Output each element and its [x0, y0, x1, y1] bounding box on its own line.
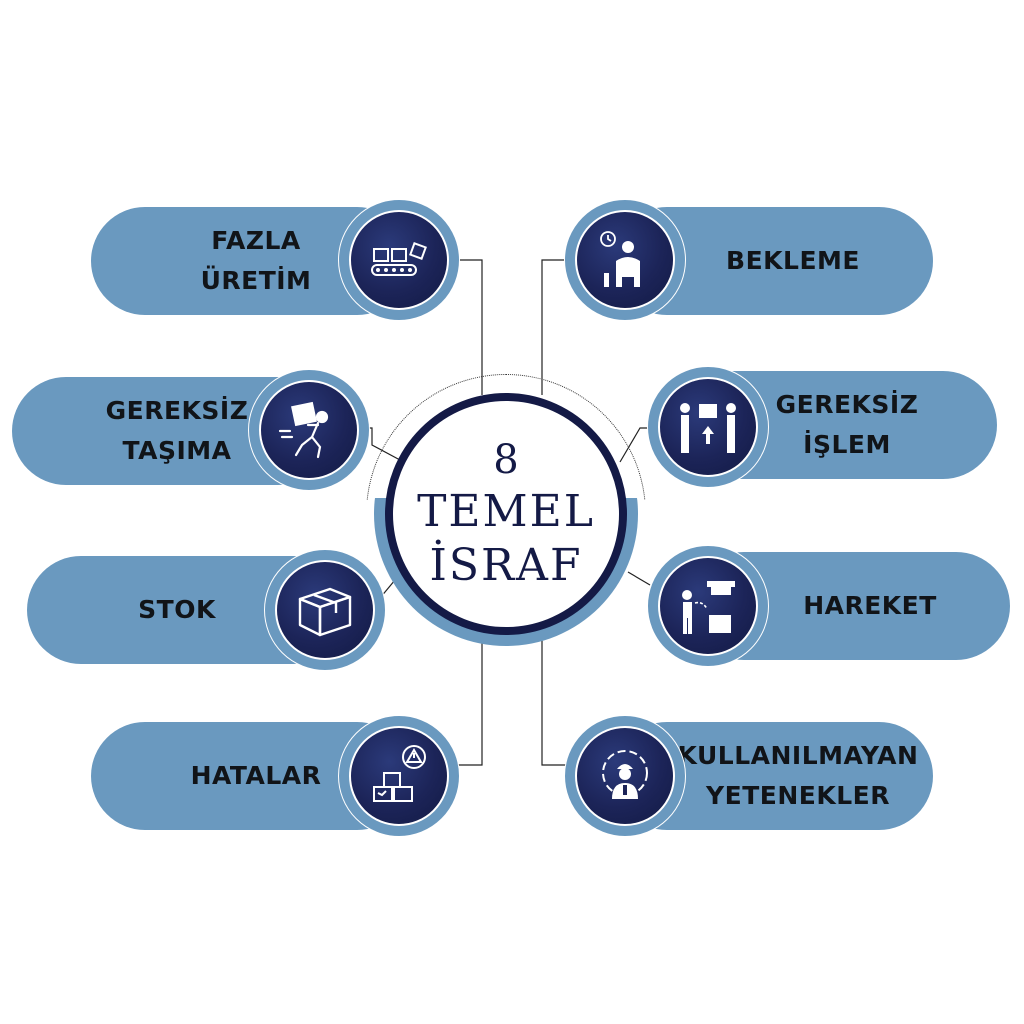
center-title-line1: TEMEL [417, 486, 595, 537]
person-carrying-box-icon [278, 401, 329, 459]
gereksiz-tasima-icon-badge [248, 369, 370, 491]
worker-gear-icon [602, 750, 648, 799]
conveyor-belt-icon [371, 242, 427, 276]
kullanilmayan-yetenekler-line2: YETENEKLER [706, 781, 890, 810]
gereksiz-islem-icon-badge [647, 366, 769, 488]
fazla-uretim-line1: FAZLA [211, 226, 301, 255]
kullanilmayan-yetenekler-icon-badge [564, 715, 686, 837]
gereksiz-islem-line2: İŞLEM [803, 430, 891, 459]
hatalar-icon-badge [338, 715, 460, 837]
center-title-line2: İSRAF [429, 540, 583, 591]
waiting-person-clock-icon [600, 231, 640, 287]
hatalar-line1: HATALAR [190, 761, 322, 790]
gereksiz-islem-line1: GEREKSİZ [775, 390, 919, 419]
hareket-icon-badge [647, 545, 769, 667]
bekleme-line1: BEKLEME [726, 246, 860, 275]
stok-line1: STOK [138, 595, 216, 624]
gereksiz-tasima-line1: GEREKSİZ [105, 396, 249, 425]
stok-icon-badge [264, 549, 386, 671]
center-circle: 8 TEMEL İSRAF [385, 393, 627, 635]
box-icon [298, 587, 352, 637]
two-people-box-icon [680, 403, 736, 453]
center-number: 8 [493, 437, 519, 483]
hareket-line1: HAREKET [803, 591, 937, 620]
fazla-uretim-line2: ÜRETİM [200, 266, 312, 295]
fazla-uretim-icon-badge [338, 199, 460, 321]
gereksiz-tasima-line2: TAŞIMA [122, 436, 232, 465]
bekleme-icon-badge [564, 199, 686, 321]
damaged-boxes-warning-icon [373, 745, 426, 802]
kullanilmayan-yetenekler-line1: KULLANILMAYAN [677, 741, 919, 770]
worker-packing-icon [682, 581, 735, 634]
